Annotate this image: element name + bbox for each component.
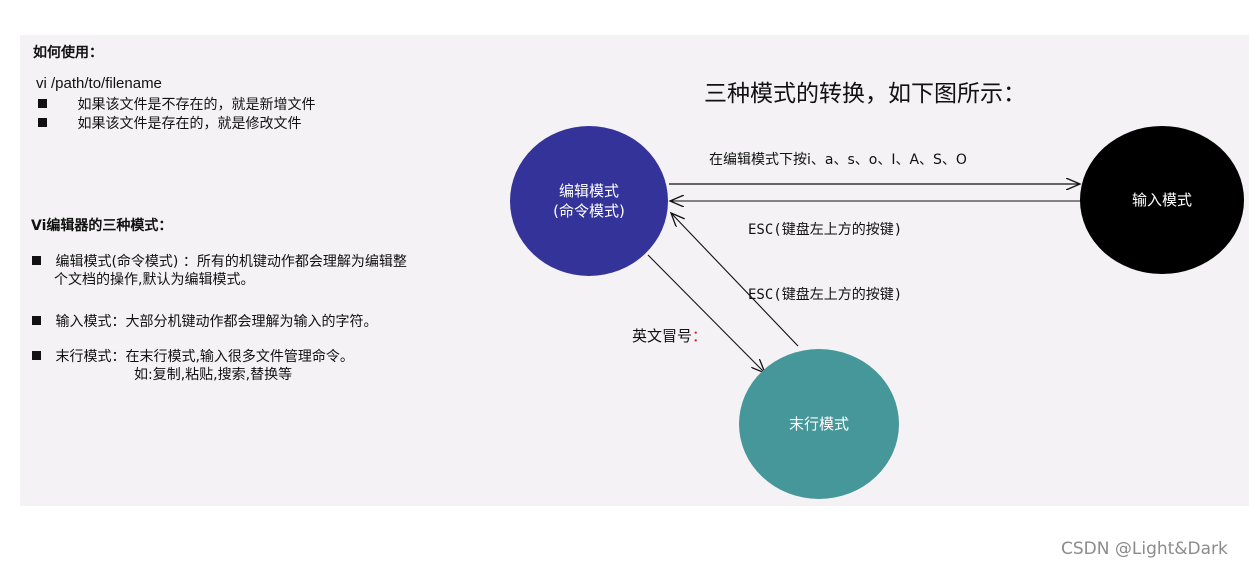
mode-item-text: 编辑模式(命令模式) ：所有的机键动作都会理解为编辑整: [55, 254, 407, 270]
edge-label-lastline-to-edit: ESC(键盘左上方的按键): [748, 287, 903, 303]
modes-heading: Vi编辑器的三种模式：: [31, 218, 173, 234]
arrow-lastline-to-edit: [671, 213, 799, 347]
usage-heading: 如何使用：: [33, 45, 103, 61]
mode-item-lastline: 末行模式：在末行模式,输入很多文件管理命令。 如:复制,粘贴,搜索,替换等: [32, 348, 354, 384]
mode-item-text: 末行模式：在末行模式,输入很多文件管理命令。: [55, 349, 354, 365]
node-lastline-mode: 末行模式: [739, 349, 899, 499]
usage-bullet-1: 如果该文件是不存在的，就是新增文件: [38, 94, 315, 114]
node-label: 编辑模式: [558, 182, 619, 200]
edge-label-text: 英文冒号: [632, 327, 693, 345]
node-input-mode: 输入模式: [1080, 126, 1244, 274]
content-panel: [20, 35, 1249, 506]
bullet-square-icon: [32, 256, 41, 265]
edge-label-edit-to-input: 在编辑模式下按i、a、s、o、I、A、S、O: [709, 152, 967, 168]
bullet-square-icon: [32, 316, 41, 325]
mode-item-edit: 编辑模式(命令模式) ：所有的机键动作都会理解为编辑整 个文档的操作,默认为编辑…: [32, 253, 407, 289]
colon-mark: ：: [692, 327, 708, 345]
edge-label-edit-to-lastline: 英文冒号：: [632, 325, 707, 346]
mode-item-input: 输入模式：大部分机键动作都会理解为输入的字符。: [32, 311, 377, 331]
node-label: 末行模式: [788, 415, 849, 433]
diagram-title: 三种模式的转换，如下图所示：: [704, 81, 1026, 107]
bullet-square-icon: [38, 118, 47, 127]
mode-item-text: 如:复制,粘贴,搜索,替换等: [134, 367, 293, 383]
usage-bullet-text: 如果该文件是存在的，就是修改文件: [77, 116, 302, 132]
bullet-square-icon: [38, 99, 47, 108]
bullet-square-icon: [32, 351, 41, 360]
usage-bullet-2: 如果该文件是存在的，就是修改文件: [38, 113, 301, 133]
node-label: 输入模式: [1131, 191, 1192, 209]
mode-item-text: 输入模式：大部分机键动作都会理解为输入的字符。: [55, 314, 378, 330]
node-edit-mode: 编辑模式 (命令模式): [510, 126, 668, 276]
usage-command: vi /path/to/filename: [36, 75, 162, 92]
node-label: (命令模式): [553, 202, 625, 220]
usage-bullet-text: 如果该文件是不存在的，就是新增文件: [77, 97, 316, 113]
edge-label-input-to-edit: ESC(键盘左上方的按键): [748, 222, 903, 238]
mode-item-text: 个文档的操作,默认为编辑模式。: [54, 272, 255, 288]
watermark: CSDN @Light&Dark: [1061, 539, 1228, 559]
arrow-edit-to-lastline: [647, 254, 765, 373]
